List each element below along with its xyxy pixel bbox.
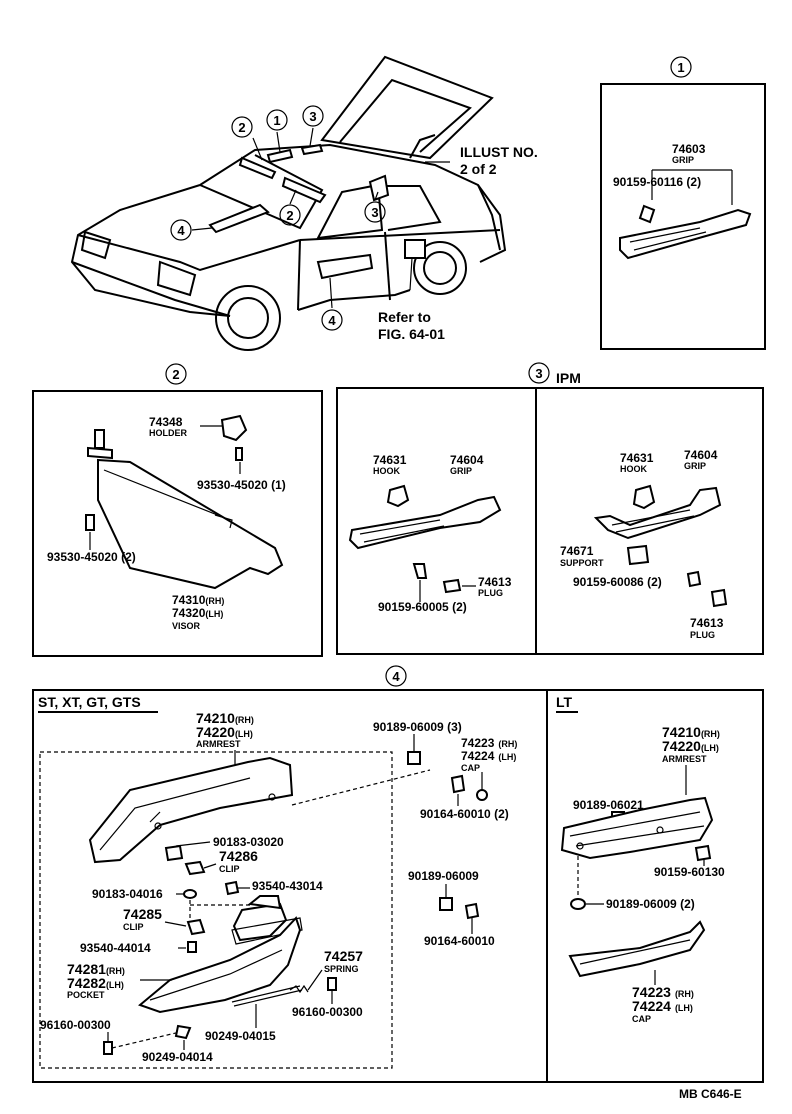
refer-to-label: Refer to	[378, 309, 431, 325]
screw-90159-60005: 90159-60005 (2)	[378, 600, 467, 614]
p-90183-03020: 90183-03020	[213, 835, 284, 849]
section-4-right-title: LT	[556, 694, 573, 710]
grip-name-right: GRIP	[684, 461, 706, 471]
svg-text:4: 4	[177, 223, 185, 238]
p-90189-06009-left: 90189-06009	[408, 869, 479, 883]
illust-no-label: ILLUST NO.	[460, 144, 538, 160]
hook-name-left: HOOK	[373, 466, 401, 476]
section-1-number: 1	[677, 60, 684, 75]
armrest-74210-left: 74210(RH)	[196, 710, 254, 726]
section-2: 2 74348 HOLDER 93530-45020 (1) 93530-450…	[32, 363, 323, 657]
svg-text:2: 2	[238, 120, 245, 135]
p-90164-60010-left: 90164-60010	[424, 934, 495, 948]
illust-no-value: 2 of 2	[460, 161, 497, 177]
screw-90159-60116: 90159-60116 (2)	[613, 175, 701, 189]
clip-74285-name: CLIP	[123, 922, 144, 932]
footer-code: MB C646-E	[679, 1087, 742, 1101]
spring-name: SPRING	[324, 964, 359, 974]
hook-name-right: HOOK	[620, 464, 648, 474]
callout-4-left: 4	[170, 219, 192, 241]
p-93540-43014: 93540-43014	[252, 879, 323, 893]
spring-74257: 74257	[324, 948, 363, 964]
visor-74320: 74320(LH)	[172, 606, 223, 620]
cap-74224-right: 74224(LH)	[632, 998, 693, 1014]
holder-74348-name: HOLDER	[149, 428, 188, 438]
screw-93530-45020-1: 93530-45020 (1)	[197, 478, 286, 492]
svg-text:4: 4	[328, 313, 336, 328]
section-3: 3 IPM 74631 HOOK 74604 GRIP 74613 PLUG 9…	[336, 362, 764, 655]
svg-text:3: 3	[309, 109, 316, 124]
plug-name-left: PLUG	[478, 588, 503, 598]
screw-90164-60010-2: 90164-60010 (2)	[420, 807, 509, 821]
plug-name-right: PLUG	[690, 630, 715, 640]
p-93540-44014: 93540-44014	[80, 941, 151, 955]
holder-74348-number: 74348	[149, 415, 183, 429]
support-74671: 74671	[560, 544, 594, 558]
screw-90159-60086: 90159-60086 (2)	[573, 575, 662, 589]
svg-text:3: 3	[371, 205, 378, 220]
section-3-suffix: IPM	[556, 370, 581, 386]
hook-74631-right: 74631	[620, 451, 654, 465]
plug-74613-left: 74613	[478, 575, 512, 589]
grip-74603-name: GRIP	[672, 155, 694, 165]
cap-74223-right: 74223(RH)	[632, 984, 694, 1000]
visor-name: VISOR	[172, 621, 201, 631]
grip-74604-right: 74604	[684, 448, 718, 462]
section-4-left-title: ST, XT, GT, GTS	[38, 694, 141, 710]
screw-93530-45020-2: 93530-45020 (2)	[47, 550, 136, 564]
armrest-name-right: ARMREST	[662, 754, 707, 764]
car-illustration: 2 1 3 2 3 4 4 ILLUST NO. 2 of 2 Refer to	[70, 55, 538, 351]
armrest-74210-right: 74210(RH)	[662, 724, 720, 740]
visor-74310: 74310(RH)	[172, 593, 224, 607]
clip-74286-name: CLIP	[219, 864, 240, 874]
support-name: SUPPORT	[560, 558, 604, 568]
section-4-number: 4	[392, 669, 400, 684]
pocket-name: POCKET	[67, 990, 105, 1000]
cap-name-right: CAP	[632, 1014, 651, 1024]
p-90189-06021: 90189-06021	[573, 798, 644, 812]
clip-74285-number: 74285	[123, 906, 162, 922]
p-90189-06009-right: 90189-06009 (2)	[606, 897, 695, 911]
refer-fig-label: FIG. 64-01	[378, 326, 445, 342]
svg-text:2: 2	[286, 208, 293, 223]
p-90183-04016: 90183-04016	[92, 887, 163, 901]
grip-name-left: GRIP	[450, 466, 472, 476]
armrest-name-left: ARMREST	[196, 739, 241, 749]
section-2-number: 2	[172, 367, 179, 382]
clip-74286-number: 74286	[219, 848, 258, 864]
section-1: 1 74603 GRIP 90159-60116 (2)	[600, 56, 766, 350]
cap-74223-left: 74223(RH)	[461, 736, 517, 750]
p-96160-00300-right: 96160-00300	[292, 1005, 363, 1019]
callout-2-mid: 2	[279, 204, 301, 226]
plug-74613-right: 74613	[690, 616, 724, 630]
callout-4-bottom: 4	[321, 309, 343, 331]
hook-74631-left: 74631	[373, 453, 407, 467]
section-3-number: 3	[535, 366, 542, 381]
p-90159-60130: 90159-60130	[654, 865, 725, 879]
callout-2-top: 2	[231, 116, 253, 138]
grip-74604-left: 74604	[450, 453, 484, 467]
p-90249-04015: 90249-04015	[205, 1029, 276, 1043]
callout-3-top: 3	[302, 105, 324, 127]
svg-text:1: 1	[273, 113, 280, 128]
pocket-74281: 74281(RH)	[67, 961, 125, 977]
armrest-74220-right: 74220(LH)	[662, 738, 719, 754]
screw-90189-06009-3: 90189-06009 (3)	[373, 720, 462, 734]
p-90249-04014: 90249-04014	[142, 1050, 213, 1064]
armrest-74220-left: 74220(LH)	[196, 724, 253, 740]
cap-name-left: CAP	[461, 763, 480, 773]
callout-3-mid: 3	[364, 201, 386, 223]
callout-1-top: 1	[266, 109, 288, 131]
pocket-74282: 74282(LH)	[67, 975, 124, 991]
grip-74603-number: 74603	[672, 142, 706, 156]
section-4: 4 ST, XT, GT, GTS LT 74210(RH) 74220(LH)…	[32, 665, 764, 1083]
cap-74224-left: 74224(LH)	[461, 749, 516, 763]
p-96160-00300-left: 96160-00300	[40, 1018, 111, 1032]
